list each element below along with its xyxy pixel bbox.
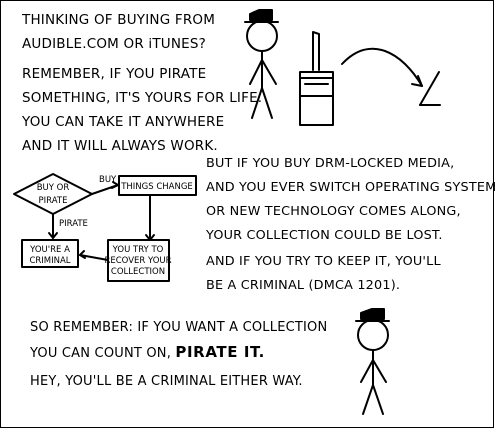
decision-node xyxy=(13,173,93,215)
remember-line: SOMETHING, IT'S YOURS FOR LIFE. xyxy=(22,90,263,106)
recover-label-line: COLLECTION xyxy=(111,267,165,277)
bottom-text: SO REMEMBER: IF YOU WANT A COLLECTION YO… xyxy=(30,316,327,366)
remember-line: AND IT WILL ALWAYS WORK. xyxy=(22,138,218,154)
leg-icon xyxy=(372,384,384,415)
criminal-label-line: CRIMINAL xyxy=(29,256,70,266)
recover-label-line: YOU TRY TO xyxy=(112,245,164,255)
either-way-line: HEY, YOU'LL BE A CRIMINAL EITHER WAY. xyxy=(30,374,303,389)
arm-icon xyxy=(360,359,374,383)
arm-icon xyxy=(249,59,263,85)
drm-line: BUT IF YOU BUY DRM-LOCKED MEDIA, xyxy=(206,156,455,171)
things-change-label: THINGS CHANGE xyxy=(120,182,193,192)
bottom-line: YOU CAN COUNT ON, PIRATE IT. xyxy=(30,340,327,366)
desktop-computer-icon xyxy=(299,31,334,126)
decision-label-line: PIRATE xyxy=(39,196,68,206)
pirate-label: PIRATE xyxy=(59,219,88,229)
leg-icon xyxy=(261,87,273,119)
arrow-icon xyxy=(341,47,423,87)
intro-line: THINKING OF BUYING FROM xyxy=(22,12,216,28)
criminal-node xyxy=(21,239,79,268)
head-icon xyxy=(357,319,389,351)
count-on-text: YOU CAN COUNT ON, xyxy=(30,346,172,361)
arm-icon xyxy=(261,59,277,85)
keep-line: BE A CRIMINAL (DMCA 1201). xyxy=(206,278,401,293)
arrowhead-icon xyxy=(79,250,86,259)
keep-line: AND IF YOU TRY TO KEEP IT, YOU'LL xyxy=(206,254,441,269)
pirate-it-text: PIRATE IT. xyxy=(175,343,265,361)
intro-line: AUDIBLE.COM OR iTUNES? xyxy=(22,36,207,52)
drm-line: YOUR COLLECTION COULD BE LOST. xyxy=(206,228,443,243)
keep-text: AND IF YOU TRY TO KEEP IT, YOU'LL BE A C… xyxy=(206,250,441,298)
laptop-icon xyxy=(419,71,441,106)
recover-label-line: RECOVER YOUR xyxy=(104,256,171,266)
drm-text: BUT IF YOU BUY DRM-LOCKED MEDIA, AND YOU… xyxy=(206,152,496,248)
flowchart-text: BUY OR PIRATE BUY THINGS CHANGE PIRATE Y… xyxy=(29,175,193,277)
criminal-label-line: YOU'RE A xyxy=(29,245,70,255)
flow-line xyxy=(79,254,109,261)
leg-icon xyxy=(251,87,263,119)
remember-text: REMEMBER, IF YOU PIRATE SOMETHING, IT'S … xyxy=(22,62,262,158)
arm-icon xyxy=(372,359,387,383)
arrowhead-icon xyxy=(48,232,58,239)
flowchart xyxy=(13,173,197,282)
drm-line: AND YOU EVER SWITCH OPERATING SYSTEMS xyxy=(206,180,496,195)
hat-icon xyxy=(249,9,273,21)
hat-icon xyxy=(360,308,385,320)
leg-icon xyxy=(362,384,374,415)
remember-line: REMEMBER, IF YOU PIRATE xyxy=(22,66,207,82)
things-change-node xyxy=(118,175,197,196)
intro-text: THINKING OF BUYING FROM AUDIBLE.COM OR i… xyxy=(22,8,215,56)
buy-label: BUY xyxy=(99,175,117,185)
decision-label-line: BUY OR xyxy=(37,183,70,193)
remember-line: YOU CAN TAKE IT ANYWHERE xyxy=(22,114,225,130)
head-icon xyxy=(246,20,278,52)
stick-figure-bottom xyxy=(355,308,390,415)
bottom-line: SO REMEMBER: IF YOU WANT A COLLECTION xyxy=(30,320,328,335)
drm-line: OR NEW TECHNOLOGY COMES ALONG, xyxy=(206,204,461,219)
arrowhead-icon xyxy=(411,75,423,87)
stick-figure-top xyxy=(244,9,279,119)
either-way-text: HEY, YOU'LL BE A CRIMINAL EITHER WAY. xyxy=(30,370,303,394)
